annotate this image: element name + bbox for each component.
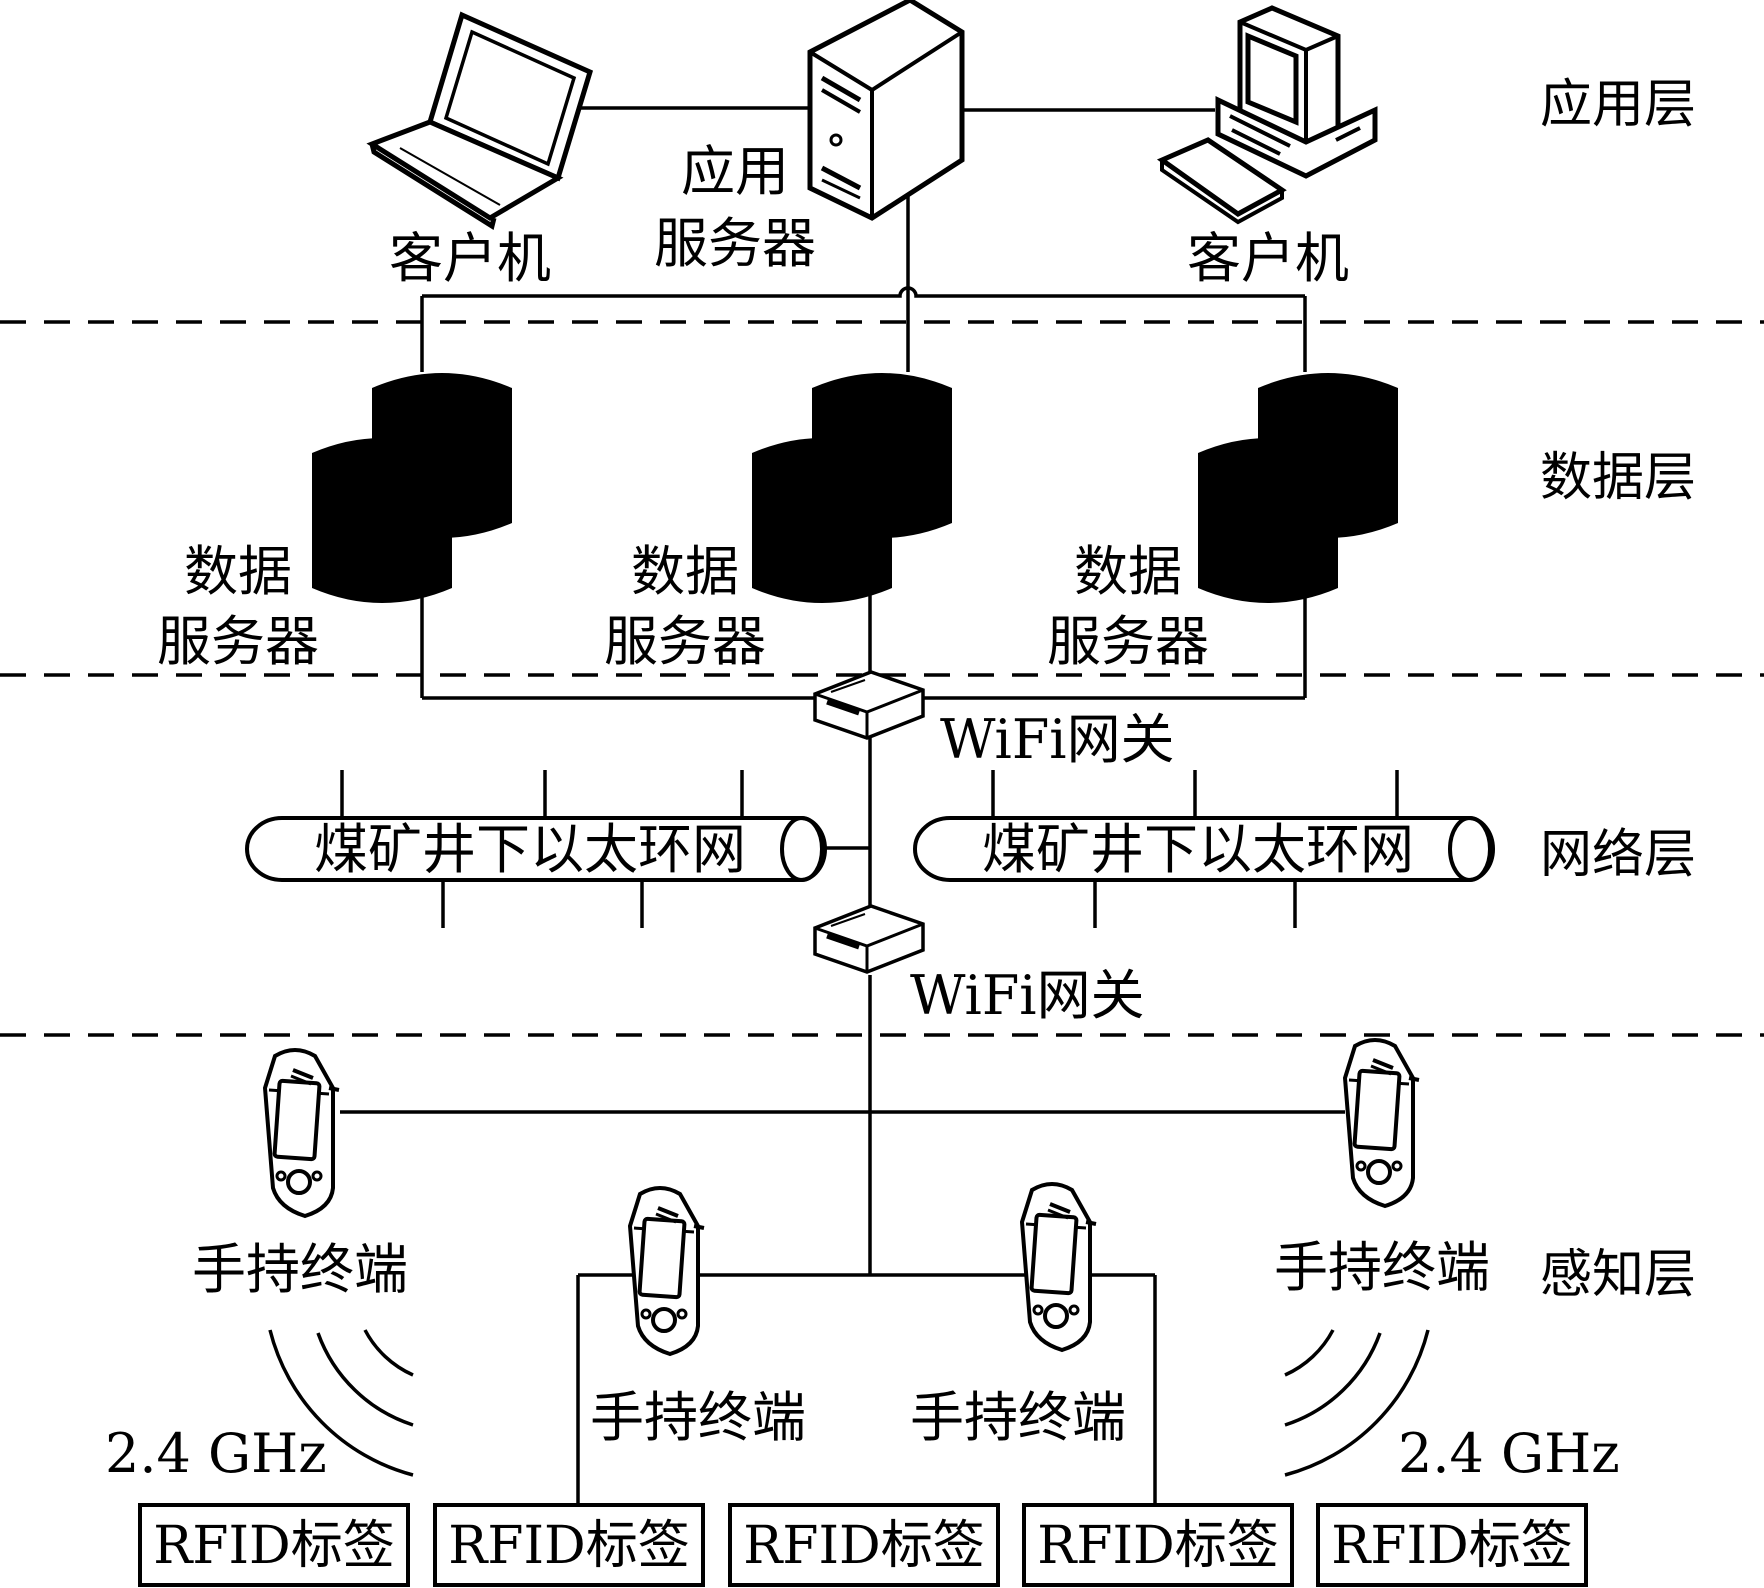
client-left-label: 客户机 (389, 227, 551, 290)
rfid-tag-label: RFID标签 (1037, 1516, 1278, 1576)
database-icon (752, 373, 952, 603)
wifi-gateway-icon (815, 906, 923, 972)
rfid-tag: RFID标签 (1022, 1503, 1294, 1587)
ethernet-ring-left (245, 816, 827, 882)
gateway-top-label: WiFi网关 (940, 708, 1175, 771)
data-server-2-line1: 数据 (631, 540, 739, 603)
freq-right-label: 2.4 GHz (1398, 1422, 1620, 1485)
gateway-bottom-label: WiFi网关 (910, 964, 1145, 1027)
rfid-tag: RFID标签 (1316, 1503, 1588, 1587)
data-server-1-line1: 数据 (184, 540, 292, 603)
terminal-label-3: 手持终端 (590, 1386, 806, 1449)
freq-left-label: 2.4 GHz (105, 1422, 327, 1485)
radio-wave-icon (1284, 1329, 1430, 1477)
layer-label-perception: 感知层 (1540, 1245, 1696, 1305)
handheld-terminal-icon (628, 1186, 706, 1356)
database-icon (1198, 373, 1398, 603)
ring-right-label: 煤矿井下以太环网 (982, 818, 1414, 881)
wifi-gateway-icon (815, 672, 923, 738)
app-server-label-line1: 应用 (681, 140, 789, 203)
client-right-label: 客户机 (1187, 227, 1349, 290)
rfid-tag-label: RFID标签 (1331, 1516, 1572, 1576)
data-server-2-line2: 服务器 (604, 610, 766, 673)
handheld-terminal-icon (1343, 1038, 1421, 1208)
server-tower-icon (807, 0, 965, 221)
app-server-label-line2: 服务器 (654, 212, 816, 275)
ethernet-ring-right (913, 816, 1495, 882)
data-server-3-line1: 数据 (1074, 540, 1182, 603)
terminal-label-1: 手持终端 (192, 1238, 408, 1301)
handheld-terminal-icon (1020, 1182, 1098, 1352)
laptop-icon (366, 11, 594, 230)
rfid-tag: RFID标签 (138, 1503, 410, 1587)
terminal-label-2: 手持终端 (1274, 1236, 1490, 1299)
data-server-3-line2: 服务器 (1047, 610, 1209, 673)
handheld-terminal-icon (263, 1048, 341, 1218)
rfid-tag: RFID标签 (433, 1503, 705, 1587)
ring-left-label: 煤矿井下以太环网 (314, 818, 746, 881)
rfid-tag-label: RFID标签 (448, 1516, 689, 1576)
layer-label-application: 应用层 (1540, 75, 1696, 135)
desktop-computer-icon (1156, 5, 1378, 225)
data-server-1-line2: 服务器 (157, 610, 319, 673)
layer-label-data: 数据层 (1540, 448, 1696, 508)
database-icon (312, 373, 512, 603)
rfid-tag-label: RFID标签 (153, 1516, 394, 1576)
terminal-label-4: 手持终端 (910, 1386, 1126, 1449)
rfid-tag-label: RFID标签 (743, 1516, 984, 1576)
layer-label-network: 网络层 (1540, 825, 1696, 885)
radio-wave-icon (268, 1329, 414, 1477)
rfid-tag: RFID标签 (728, 1503, 1000, 1587)
